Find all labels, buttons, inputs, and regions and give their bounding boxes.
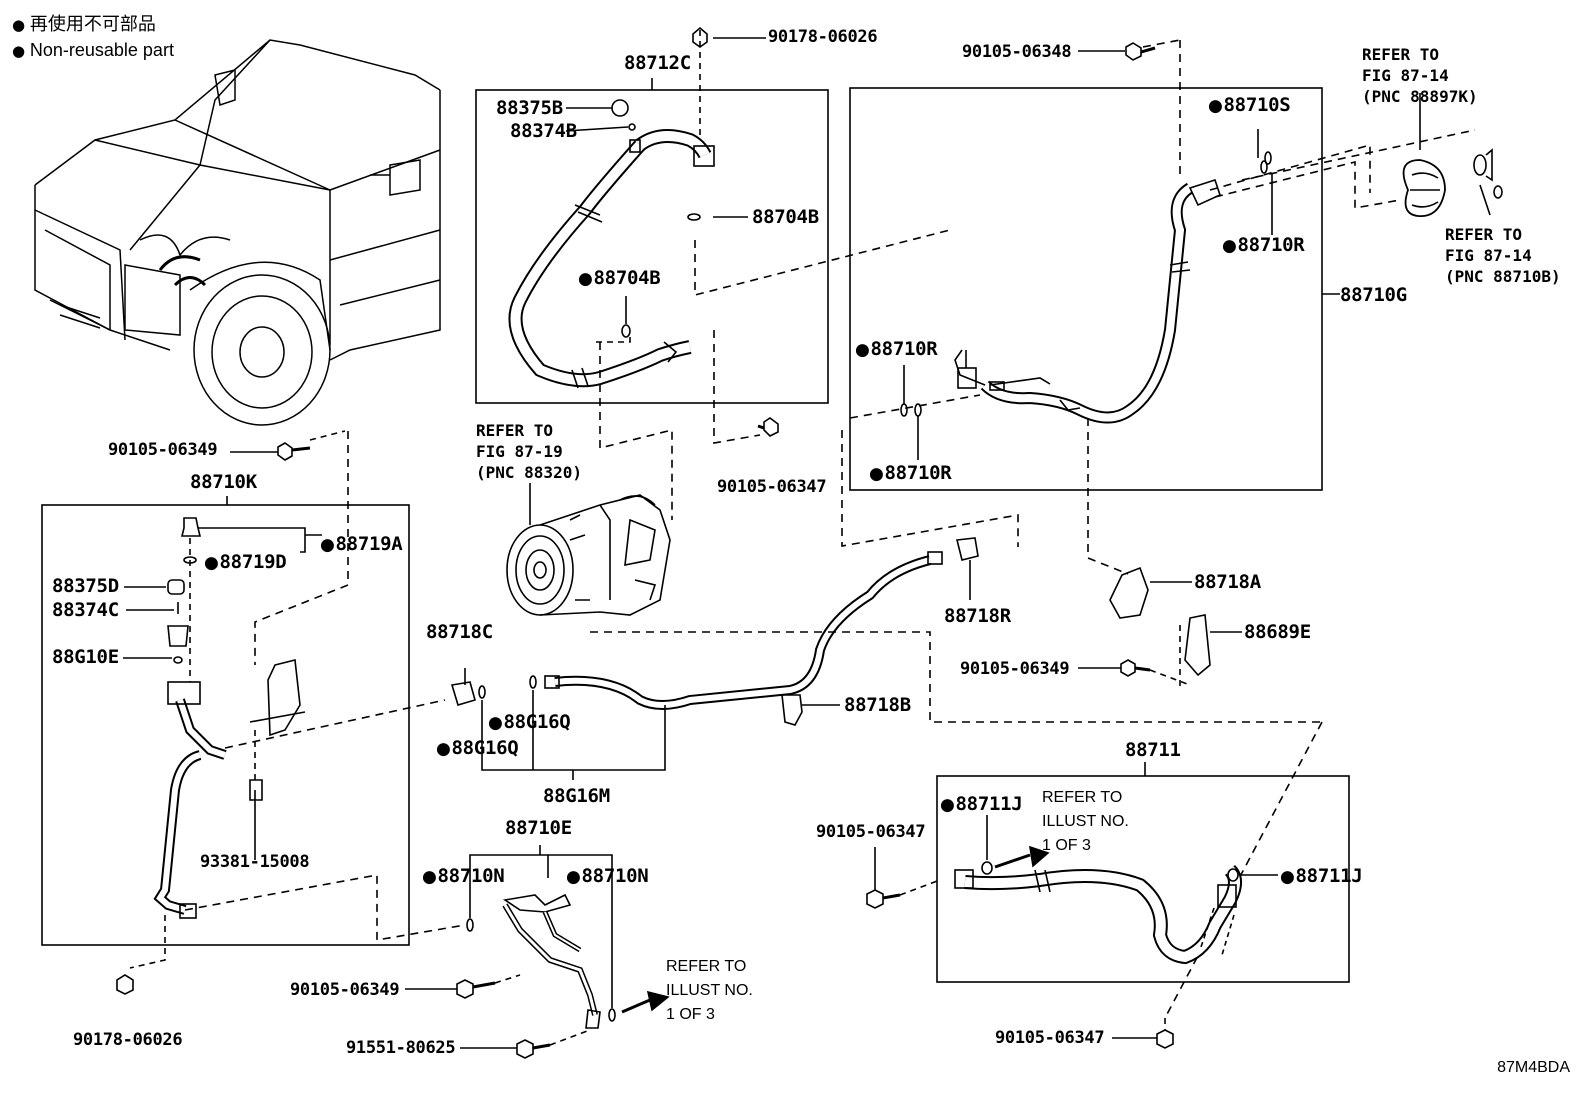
label-93381-15008: 93381-15008 (200, 852, 310, 872)
label-90105-06348: 90105-06348 (962, 42, 1072, 62)
label-90105-06349-right: 90105-06349 (960, 659, 1070, 679)
label-88G16Q-upper: 88G16Q (488, 712, 571, 733)
reference-fig-87-14-pnc-88710B: REFER TO FIG 87-14 (PNC 88710B) (1445, 225, 1561, 286)
label-88711: 88711 (1125, 739, 1181, 761)
label-88718B: 88718B (844, 694, 911, 716)
label-88710N-right: 88710N (566, 866, 649, 887)
label-88375D: 88375D (52, 575, 119, 597)
label-90105-06349-bottom: 90105-06349 (290, 980, 400, 1000)
label-88G10E: 88G10E (52, 646, 119, 668)
label-91551-80625: 91551-80625 (346, 1038, 456, 1058)
label-88719A: 88719A (320, 534, 403, 555)
label-88704B-non-reusable: 88704B (578, 268, 661, 289)
legend: 再使用不可部品 Non-reusable part (12, 12, 174, 64)
label-88375B: 88375B (496, 97, 563, 119)
label-88711J-right: 88711J (1280, 866, 1363, 887)
label-88712C: 88712C (624, 52, 691, 74)
reference-illust-1-of-3-bottom: REFER TO ILLUST NO. 1 OF 3 (666, 958, 753, 1023)
label-90105-06347-mid: 90105-06347 (717, 477, 827, 497)
box-88710G (849, 87, 1323, 491)
label-90105-06347-bottom: 90105-06347 (995, 1028, 1105, 1048)
label-88710R-lower: 88710R (869, 463, 952, 484)
reference-fig-87-14-pnc-88897K: REFER TO FIG 87-14 (PNC 88897K) (1362, 45, 1478, 106)
label-88710G: 88710G (1340, 284, 1407, 306)
diagram-code: 87M4BDA (1497, 1059, 1570, 1076)
reference-fig-87-19-pnc-88320: REFER TO FIG 87-19 (PNC 88320) (476, 421, 582, 482)
label-88710N-left: 88710N (422, 866, 505, 887)
legend-chinese: 再使用不可部品 (12, 12, 174, 38)
label-90178-06026-top: 90178-06026 (768, 27, 878, 47)
label-88704B: 88704B (752, 206, 819, 228)
label-88718C: 88718C (426, 621, 493, 643)
label-88374B: 88374B (510, 120, 577, 142)
label-88689E: 88689E (1244, 621, 1311, 643)
label-90105-06349-left: 90105-06349 (108, 440, 218, 460)
label-88710S: 88710S (1208, 95, 1291, 116)
vehicle-illustration (34, 39, 441, 426)
label-90178-06026-bottom: 90178-06026 (73, 1030, 183, 1050)
label-88374C: 88374C (52, 599, 119, 621)
label-88G16M: 88G16M (543, 785, 610, 807)
label-88710R-mid: 88710R (855, 339, 938, 360)
label-88710R-upper: 88710R (1222, 235, 1305, 256)
label-88718R: 88718R (944, 605, 1011, 627)
label-88711J-left: 88711J (940, 794, 1023, 815)
label-88718A: 88718A (1194, 571, 1261, 593)
label-88719D: 88719D (204, 552, 287, 573)
legend-english: Non-reusable part (12, 38, 174, 64)
box-88710K (41, 504, 410, 946)
label-90105-06347-left: 90105-06347 (816, 822, 926, 842)
label-88G16Q-lower: 88G16Q (436, 738, 519, 759)
compressor (506, 494, 671, 616)
label-88710K: 88710K (190, 471, 257, 493)
label-88710E: 88710E (505, 817, 572, 839)
reference-illust-1-of-3-mid: REFER TO ILLUST NO. 1 OF 3 (1042, 789, 1129, 854)
